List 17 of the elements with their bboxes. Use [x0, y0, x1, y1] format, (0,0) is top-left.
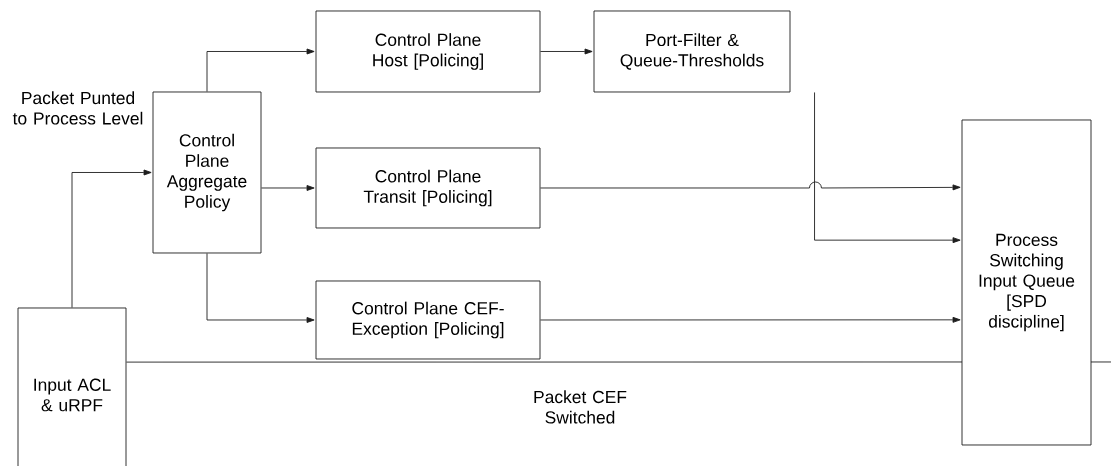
arrow — [206, 48, 315, 92]
process-box: Control Plane Transit [Policing] — [315, 147, 541, 229]
arrow — [261, 185, 315, 191]
arrow — [814, 92, 961, 244]
process-box: Control Plane CEF-Exception [Policing] — [315, 280, 541, 360]
process-box: Control Plane Aggregate Policy — [152, 91, 262, 254]
arrow — [540, 316, 961, 323]
process-box: Process Switching Input Queue [SPD discipline] — [961, 119, 1092, 446]
flow-label: Packet CEF Switched — [534, 390, 627, 424]
process-box: Input ACL & uRPF — [17, 307, 127, 466]
arrow — [540, 48, 593, 55]
process-box: Port-Filter & Queue-Thresholds — [593, 10, 791, 93]
arrow — [71, 169, 152, 308]
arrow — [126, 361, 1111, 363]
process-box: Control Plane Host [Policing] — [315, 10, 541, 93]
arrow — [206, 253, 315, 323]
arrow — [540, 181, 961, 191]
